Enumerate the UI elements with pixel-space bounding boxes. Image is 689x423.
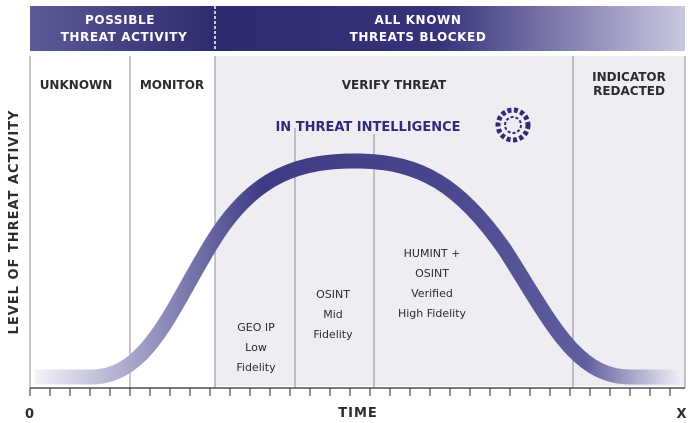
stage-geo-line2: Low: [245, 341, 267, 354]
threat-activity-curve: [35, 153, 681, 385]
stage-osint-line3: Fidelity: [313, 328, 353, 341]
x-axis-start-label: 0: [25, 407, 35, 422]
x-axis-end-label: X: [676, 407, 687, 422]
header-blocked-line1: ALL KNOWN: [375, 13, 462, 27]
stage-osint-line1: OSINT: [316, 288, 350, 301]
stage-geo-line1: GEO IP: [237, 321, 275, 334]
x-axis-label: TIME: [338, 406, 378, 421]
stage-humint-line2: OSINT: [415, 267, 449, 280]
column-redacted-line1: INDICATOR: [592, 70, 666, 84]
column-monitor: MONITOR: [140, 78, 204, 92]
y-axis-label: LEVEL OF THREAT ACTIVITY: [7, 110, 22, 335]
column-unknown: UNKNOWN: [40, 78, 113, 92]
dashed-ring-icon: [495, 107, 531, 143]
stage-humint: HUMINT + OSINT Verified High Fidelity: [398, 247, 467, 320]
stage-osint: OSINT Mid Fidelity: [313, 288, 353, 341]
stage-humint-line4: High Fidelity: [398, 307, 467, 320]
header-blocked-line2: THREATS BLOCKED: [350, 30, 487, 44]
header-possible-line1: POSSIBLE: [85, 13, 155, 27]
stage-geo-line3: Fidelity: [236, 361, 276, 374]
stage-osint-line2: Mid: [323, 308, 343, 321]
stage-humint-line3: Verified: [411, 287, 453, 300]
stage-humint-line1: HUMINT +: [404, 247, 461, 260]
intel-label: IN THREAT INTELLIGENCE: [275, 120, 460, 135]
column-redacted-line2: REDACTED: [593, 84, 665, 98]
header-band: [30, 6, 685, 51]
column-verify-threat: VERIFY THREAT: [342, 78, 447, 92]
x-axis-ticks: [29, 388, 671, 396]
stage-geo-ip: GEO IP Low Fidelity: [236, 321, 276, 374]
verify-shade: [215, 56, 685, 386]
header-possible-line2: THREAT ACTIVITY: [61, 30, 188, 44]
column-dividers: [29, 56, 686, 388]
